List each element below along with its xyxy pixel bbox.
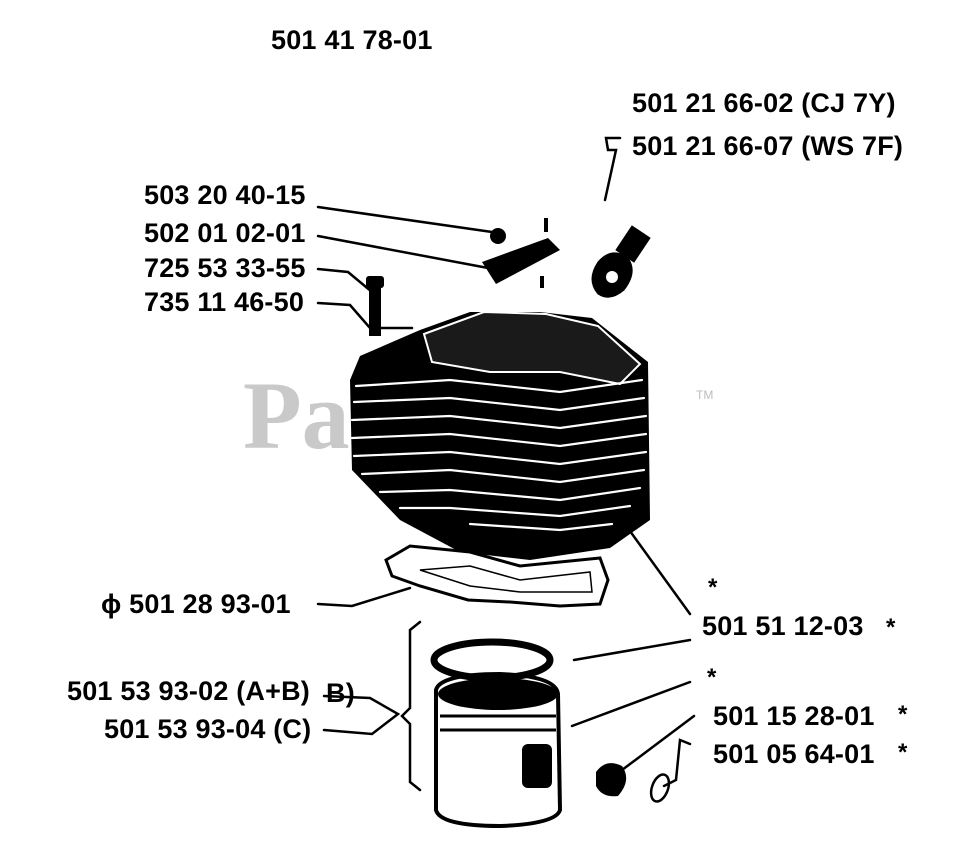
leader-piston-label	[322, 694, 401, 736]
leader-circlip	[620, 714, 696, 772]
leader-735-11-46-50	[316, 301, 414, 330]
watermark-trademark: TM	[696, 388, 714, 402]
asterisk-retainer: *	[898, 739, 908, 766]
piston-icon	[434, 671, 563, 829]
label-circlip: 501 15 28-01	[713, 701, 875, 731]
leader-cylinder	[620, 518, 692, 616]
label-piston-a-b: 501 53 93-02 (A+B)	[67, 676, 310, 706]
asterisk-cylinder-top: *	[708, 574, 718, 601]
cylinder-icon	[350, 310, 650, 560]
spark-plug-icon	[591, 225, 651, 298]
label-spark-plug-cj7y: 501 21 66-02 (CJ 7Y)	[632, 88, 896, 118]
leader-spark-plug	[603, 136, 622, 202]
bolt-icon	[366, 276, 384, 336]
piston-brace	[400, 620, 422, 792]
label-piston-marker: B)	[326, 678, 355, 708]
label-piston-c: 501 53 93-04 (C)	[104, 714, 312, 744]
label-cylinder: 501 51 12-03	[702, 611, 864, 641]
piston-ring-icon	[430, 638, 554, 682]
label-735-11-46-50: 735 11 46-50	[144, 287, 305, 317]
label-502-01-02-01: 502 01 02-01	[144, 218, 306, 248]
label-gasket: ɸ 501 28 93-01	[101, 589, 291, 619]
retainer-icon	[649, 773, 671, 803]
label-spark-plug-ws7f: 501 21 66-07 (WS 7F)	[632, 131, 904, 161]
asterisk-cylinder: *	[886, 614, 896, 641]
asterisk-circlip: *	[898, 701, 908, 728]
leader-503-20-40-15	[316, 205, 494, 234]
label-retainer: 501 05 64-01	[713, 739, 875, 769]
circlip-icon	[596, 763, 627, 797]
leader-ring	[572, 638, 692, 662]
leader-gasket	[316, 586, 412, 608]
assembly-number: 501 41 78-01	[271, 25, 433, 55]
gasket-icon	[384, 544, 610, 608]
screw-head-icon	[490, 228, 506, 244]
label-725-53-33-55: 725 53 33-55	[144, 253, 306, 283]
asterisk-ring: *	[707, 664, 717, 691]
leader-piston	[570, 680, 692, 728]
label-503-20-40-15: 503 20 40-15	[144, 180, 306, 210]
leader-725-53-33-55	[316, 267, 374, 294]
bracket-icon	[482, 218, 560, 288]
leader-502-01-02-01	[316, 234, 490, 270]
